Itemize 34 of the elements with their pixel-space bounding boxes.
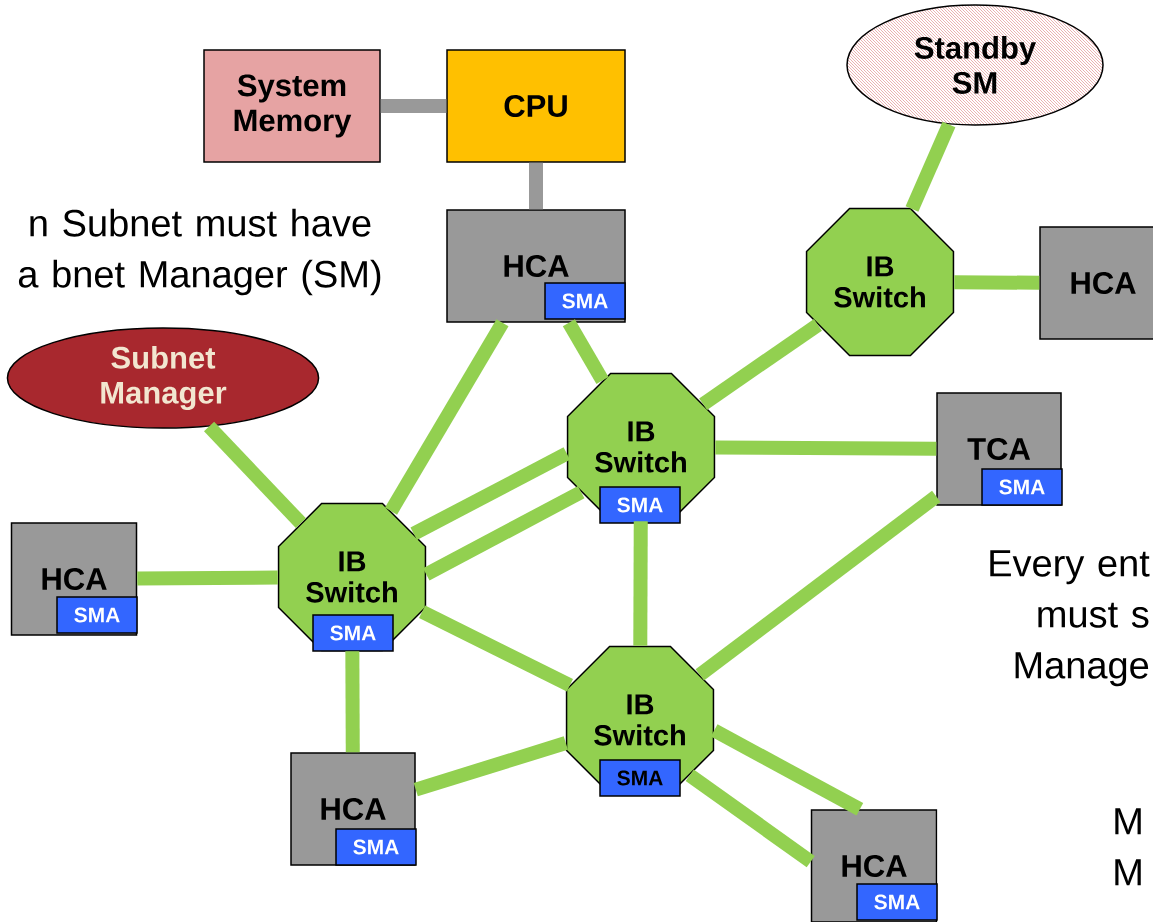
link-line	[422, 485, 585, 581]
link-line	[954, 275, 1040, 290]
note-text: n Subnet must have a bnet Manager (SM)	[18, 208, 381, 296]
link-line	[413, 736, 568, 797]
link-line	[345, 651, 360, 753]
link-line	[529, 162, 543, 210]
sma-box: SMA	[981, 468, 1063, 506]
link-line	[380, 99, 447, 113]
note-text: M M	[1115, 808, 1141, 886]
sma-box: SMA	[544, 282, 626, 320]
link-line	[410, 447, 571, 540]
link-line	[685, 769, 815, 868]
sma-box: SMA	[599, 486, 681, 524]
sma-box: SMA	[56, 596, 138, 634]
sma-box: SMA	[599, 759, 681, 797]
link-line	[633, 521, 648, 646]
sma-box: SMA	[312, 614, 394, 652]
link-line	[419, 605, 573, 692]
link-line	[710, 724, 864, 816]
link-line	[562, 319, 609, 385]
hca-box: HCA	[1039, 226, 1153, 340]
link-line	[385, 319, 509, 515]
memory-box: System Memory	[203, 49, 381, 163]
link-line	[204, 421, 306, 528]
link-line	[137, 570, 278, 586]
link-line	[699, 319, 822, 410]
link-line	[905, 121, 956, 212]
link-line	[715, 440, 937, 456]
sma-box: SMA	[856, 883, 938, 921]
note-text: Every ent must s Manage	[990, 550, 1150, 687]
link-line	[695, 490, 941, 681]
sma-box: SMA	[335, 828, 417, 866]
switch-octagon: IB Switch	[805, 207, 955, 357]
cpu-box: CPU	[446, 49, 626, 163]
